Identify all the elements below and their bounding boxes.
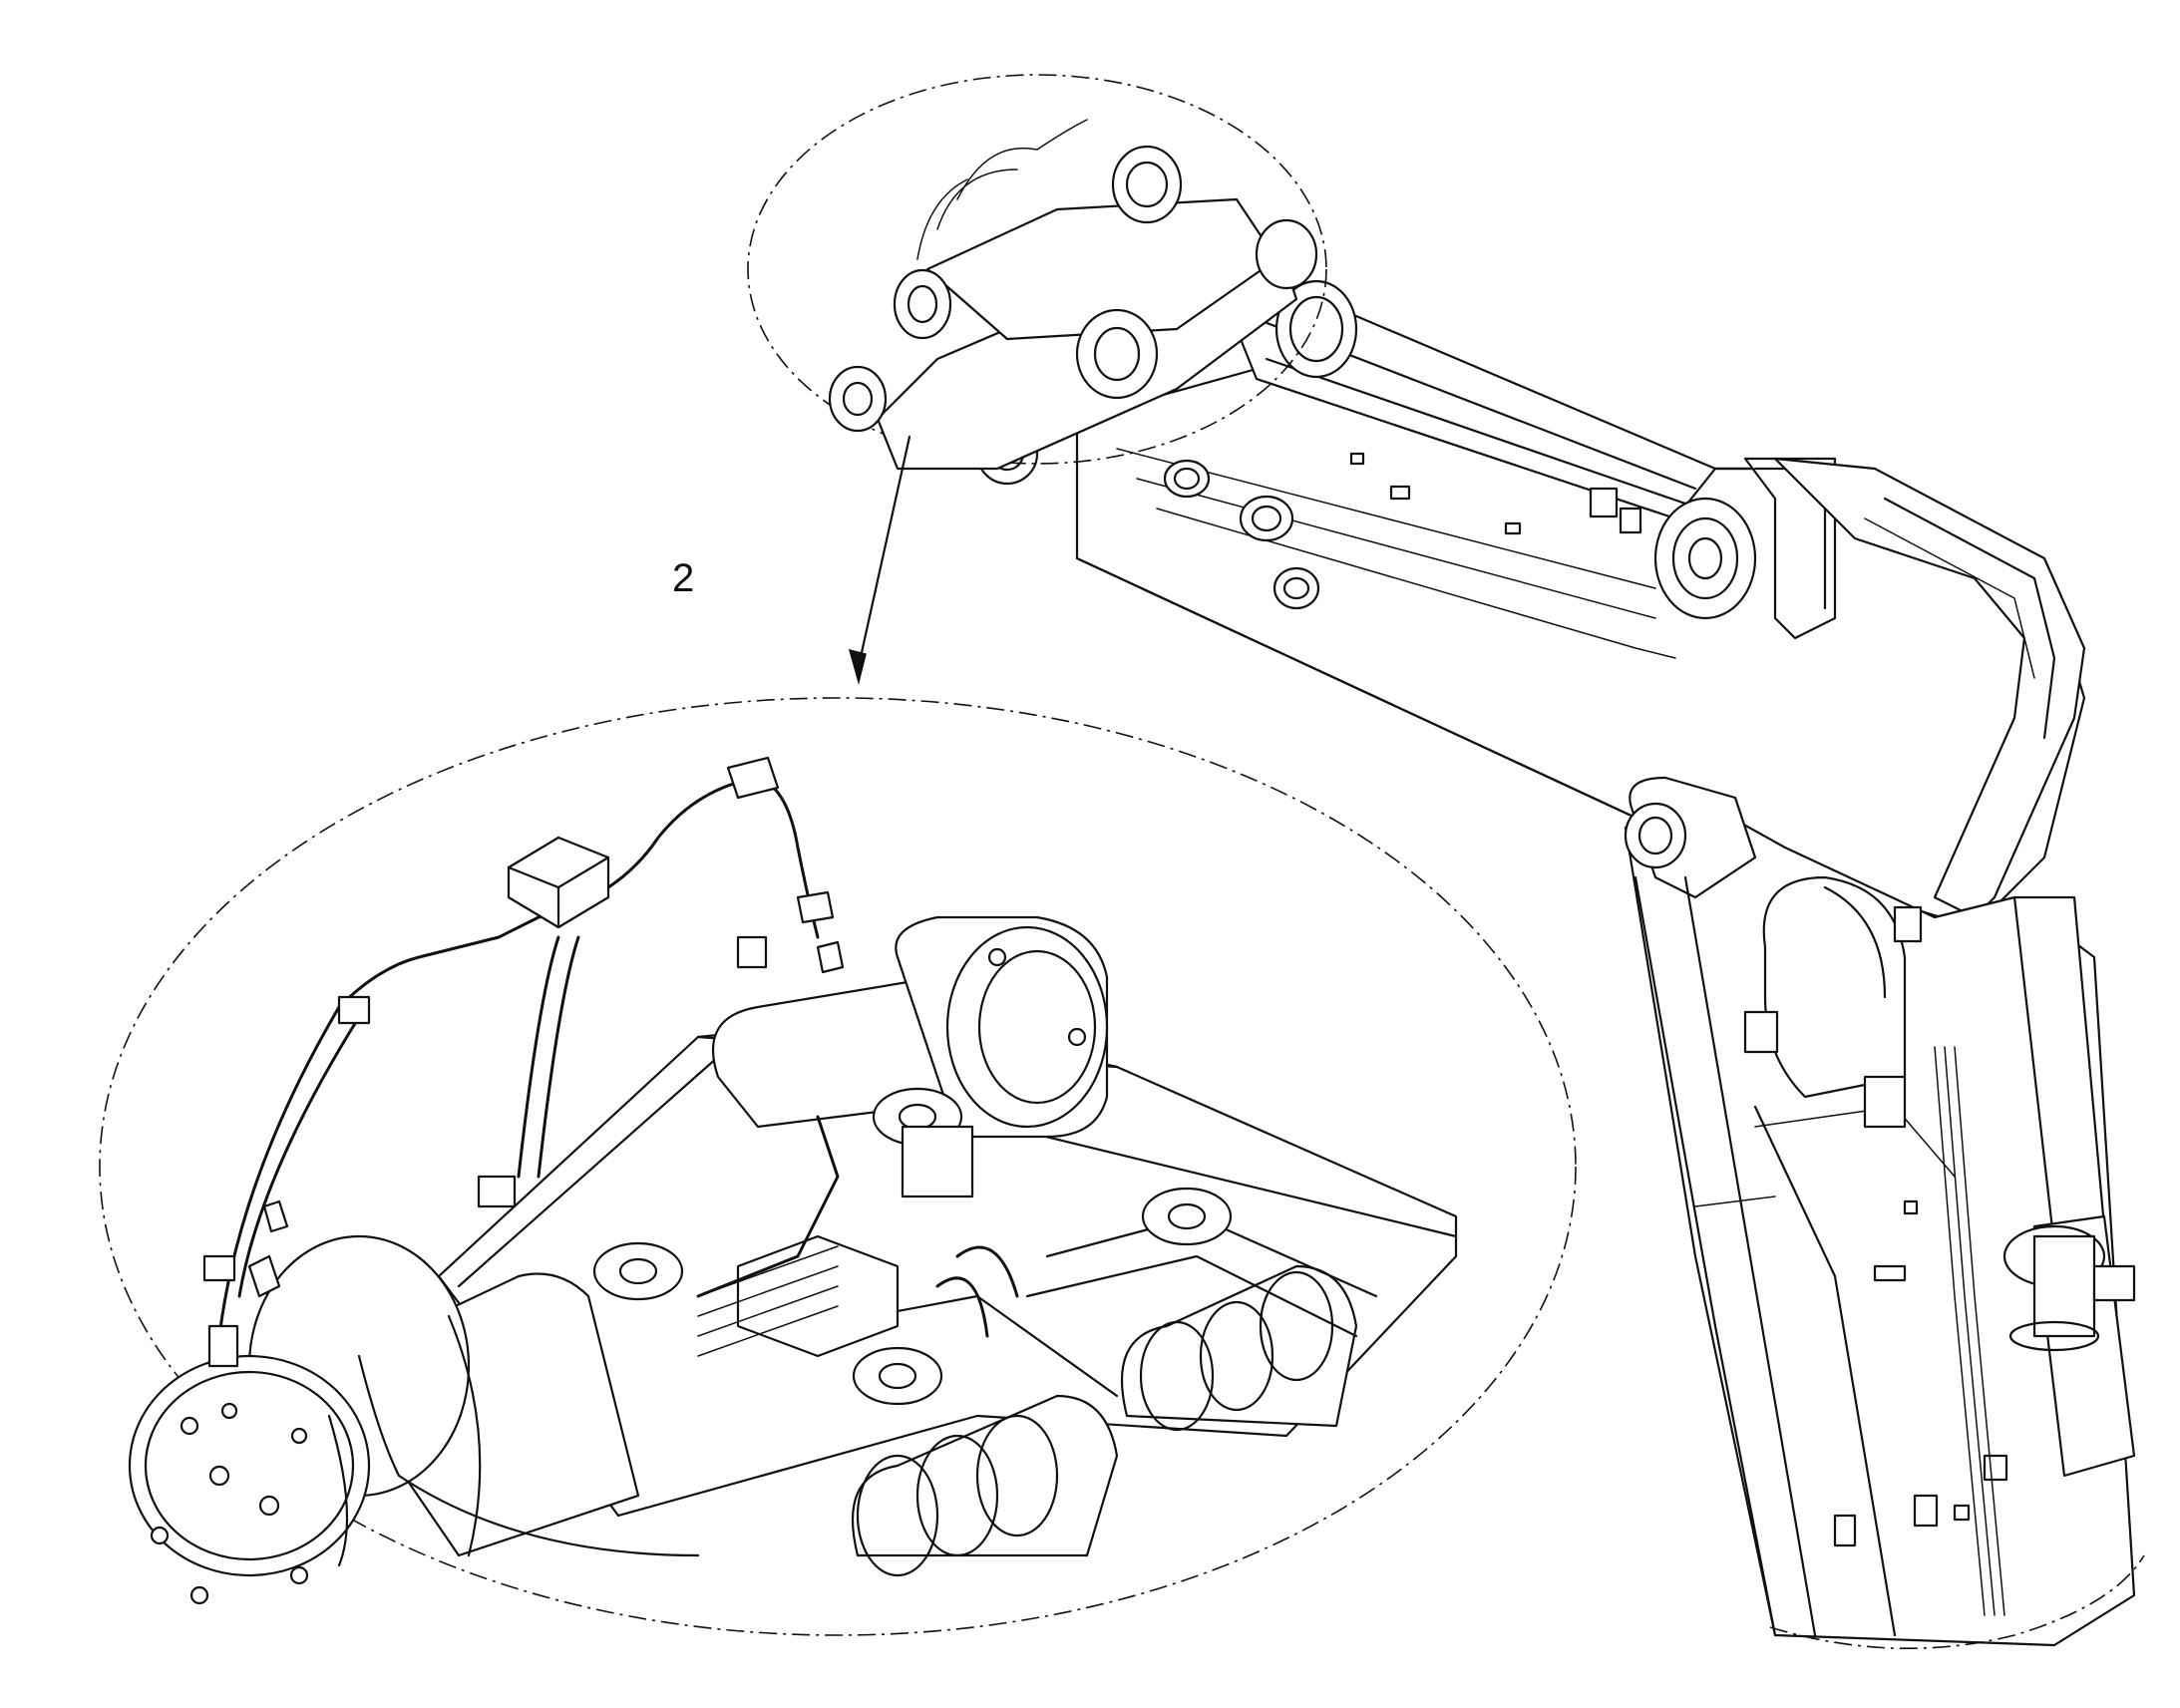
stick-assembly: [1624, 776, 2145, 1650]
enlarged-detail-view: [99, 697, 1577, 1636]
boom-assembly: [975, 279, 2086, 929]
callout-arrow: [848, 435, 911, 685]
callout-label: 2: [672, 556, 695, 600]
small-detail-area: [747, 74, 1327, 471]
